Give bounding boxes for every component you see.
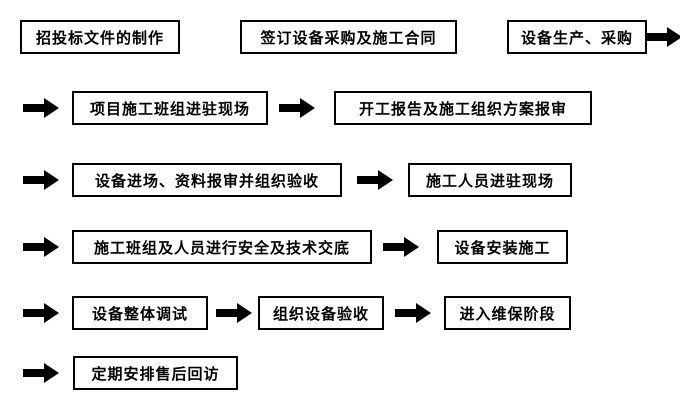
flow-node-label: 进入维保阶段 (459, 304, 556, 323)
flow-arrow-icon (23, 237, 59, 257)
flow-node-label: 定期安排售后回访 (91, 364, 220, 383)
flow-node-maintenance-phase: 进入维保阶段 (444, 296, 571, 330)
flow-arrow-icon (23, 303, 59, 323)
flow-node-overall-debugging: 设备整体调试 (72, 296, 208, 330)
flow-node-equipment-arrival: 设备进场、资料报审并组织验收 (72, 163, 342, 197)
flow-arrow-icon (395, 303, 431, 323)
flow-node-label: 项目施工班组进驻现场 (89, 99, 250, 118)
flow-arrow-icon (646, 27, 680, 47)
flow-node-label: 施工人员进驻现场 (425, 171, 554, 190)
flow-node-label: 设备整体调试 (91, 304, 188, 323)
flow-node-label: 设备进场、资料报审并组织验收 (94, 171, 319, 190)
flow-arrow-icon (216, 303, 252, 323)
flow-node-safety-briefing: 施工班组及人员进行安全及技术交底 (72, 230, 372, 264)
flow-node-label: 签订设备采购及施工合同 (260, 28, 437, 47)
flow-node-equipment-procurement: 设备生产、采购 (507, 20, 647, 54)
flow-node-sign-contract: 签订设备采购及施工合同 (240, 20, 457, 54)
flow-arrow-icon (383, 237, 419, 257)
flow-arrow-icon (23, 98, 59, 118)
flow-arrow-icon (23, 363, 59, 383)
flow-arrow-icon (357, 170, 393, 190)
flow-arrow-icon (279, 98, 315, 118)
flow-node-label: 开工报告及施工组织方案报审 (358, 99, 567, 118)
flow-arrow-icon (23, 170, 59, 190)
flow-node-acceptance: 组织设备验收 (258, 296, 384, 330)
flow-node-after-sales-visits: 定期安排售后回访 (73, 356, 238, 390)
flow-node-label: 组织设备验收 (272, 304, 369, 323)
flow-node-label: 施工班组及人员进行安全及技术交底 (93, 238, 350, 257)
flow-node-label: 设备安装施工 (454, 238, 551, 257)
flow-node-label: 设备生产、采购 (520, 28, 633, 47)
flow-node-label: 招投标文件的制作 (35, 28, 164, 47)
flow-node-commencement-report: 开工报告及施工组织方案报审 (334, 91, 592, 125)
flow-node-bidding-docs: 招投标文件的制作 (20, 20, 180, 54)
flow-node-equipment-install: 设备安装施工 (437, 230, 568, 264)
flow-node-crew-on-site: 项目施工班组进驻现场 (72, 91, 268, 125)
flow-node-workers-on-site: 施工人员进驻现场 (408, 163, 572, 197)
